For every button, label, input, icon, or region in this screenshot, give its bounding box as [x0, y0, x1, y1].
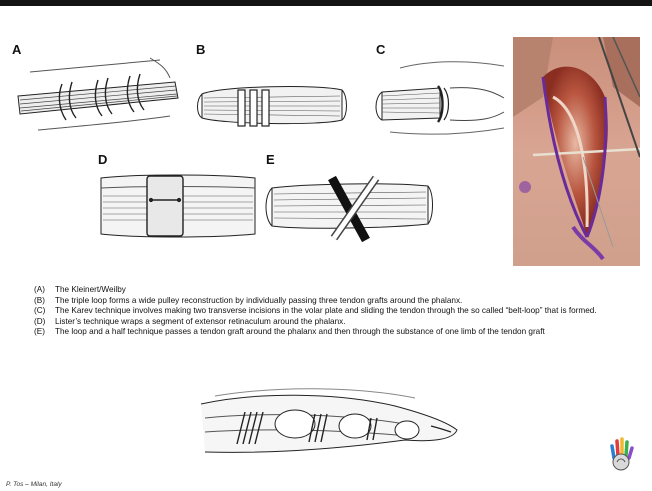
panel-label-e: E — [266, 152, 275, 167]
panel-label-b: B — [196, 42, 205, 57]
caption-label: (B) — [34, 296, 45, 307]
caption-item-c: (C) The Karev technique involves making … — [34, 306, 630, 317]
illustration-panel-a: A — [10, 38, 180, 138]
panel-label-d: D — [98, 152, 107, 167]
caption-text: Lister’s technique wraps a segment of ex… — [55, 317, 346, 326]
caption-label: (D) — [34, 317, 45, 328]
pulley-drawing-b — [190, 38, 350, 138]
caption-text: The Karev technique involves making two … — [55, 306, 597, 315]
caption-item-e: (E) The loop and a half technique passes… — [34, 327, 630, 338]
caption-text: The triple loop forms a wide pulley reco… — [55, 296, 462, 305]
caption-item-a: (A) The Kleinert/Weilby — [34, 285, 630, 296]
finger-pulley-illustration — [195, 382, 465, 462]
pulley-drawing-a — [10, 38, 180, 138]
slide-top-border — [0, 0, 652, 6]
caption-label: (C) — [34, 306, 45, 317]
surgical-photo — [513, 37, 640, 266]
pulley-drawing-d — [95, 148, 260, 248]
panel-label-c: C — [376, 42, 385, 57]
caption-item-d: (D) Lister’s technique wraps a segment o… — [34, 317, 630, 328]
caption-list: (A) The Kleinert/Weilby (B) The triple l… — [34, 285, 630, 338]
illustration-panel-e: E — [262, 148, 437, 248]
caption-text: The loop and a half technique passes a t… — [55, 327, 545, 336]
caption-label: (E) — [34, 327, 45, 338]
illustration-panel-d: D — [95, 148, 260, 248]
illustration-panel-c: C — [370, 38, 510, 138]
hand-logo-icon — [606, 436, 636, 472]
pulley-drawing-c — [370, 38, 510, 138]
panel-label-a: A — [12, 42, 21, 57]
caption-text: The Kleinert/Weilby — [55, 285, 126, 294]
caption-item-b: (B) The triple loop forms a wide pulley … — [34, 296, 630, 307]
footer-credit: P. Tos – Milan, Italy — [6, 481, 62, 488]
pulley-drawing-e — [262, 148, 437, 248]
caption-label: (A) — [34, 285, 45, 296]
illustration-panel-b: B — [190, 38, 350, 138]
